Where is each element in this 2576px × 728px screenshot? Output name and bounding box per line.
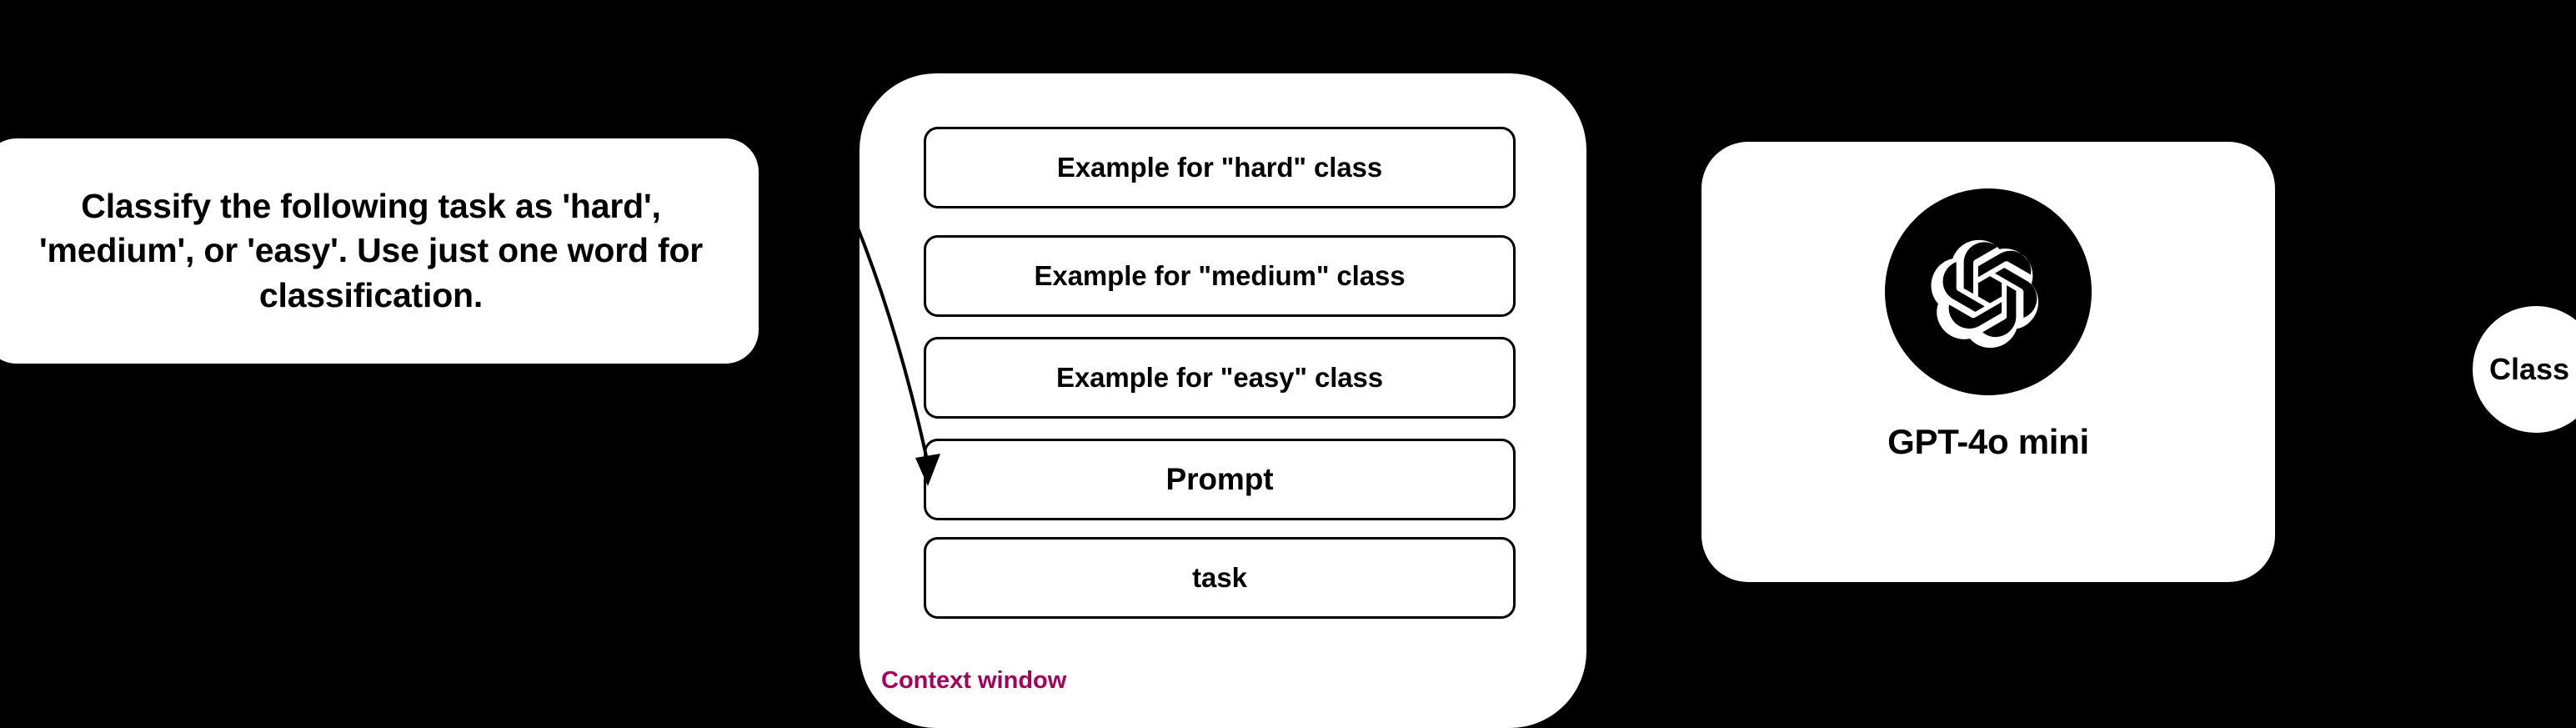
model-card-gpt4o-mini: GPT-4o mini [1701, 142, 2275, 582]
context-window-panel: Example for "hard" class Example for "me… [860, 73, 1586, 728]
openai-logo-icon [1885, 188, 2092, 395]
context-slot-task: task [924, 537, 1516, 619]
context-slot-example-hard: Example for "hard" class [924, 127, 1516, 208]
prompt-instruction-card: Classify the following task as 'hard', '… [0, 138, 759, 364]
context-slot-label: Example for "hard" class [1056, 152, 1383, 183]
context-slot-label: task [1192, 562, 1247, 593]
context-slot-example-medium: Example for "medium" class [924, 235, 1516, 317]
context-slot-label: Example for "medium" class [1034, 260, 1406, 291]
context-slot-example-easy: Example for "easy" class [924, 337, 1516, 419]
prompt-instruction-text: Classify the following task as 'hard', '… [38, 187, 704, 314]
output-class-label: Class [2488, 352, 2570, 386]
context-slot-label: Prompt [1165, 462, 1274, 496]
model-name-label: GPT-4o mini [1887, 422, 2089, 461]
output-class-bubble: Class [2473, 306, 2576, 433]
context-window-caption: Context window [881, 667, 1067, 694]
context-slot-prompt: Prompt [924, 439, 1516, 520]
context-slot-label: Example for "easy" class [1055, 362, 1384, 393]
